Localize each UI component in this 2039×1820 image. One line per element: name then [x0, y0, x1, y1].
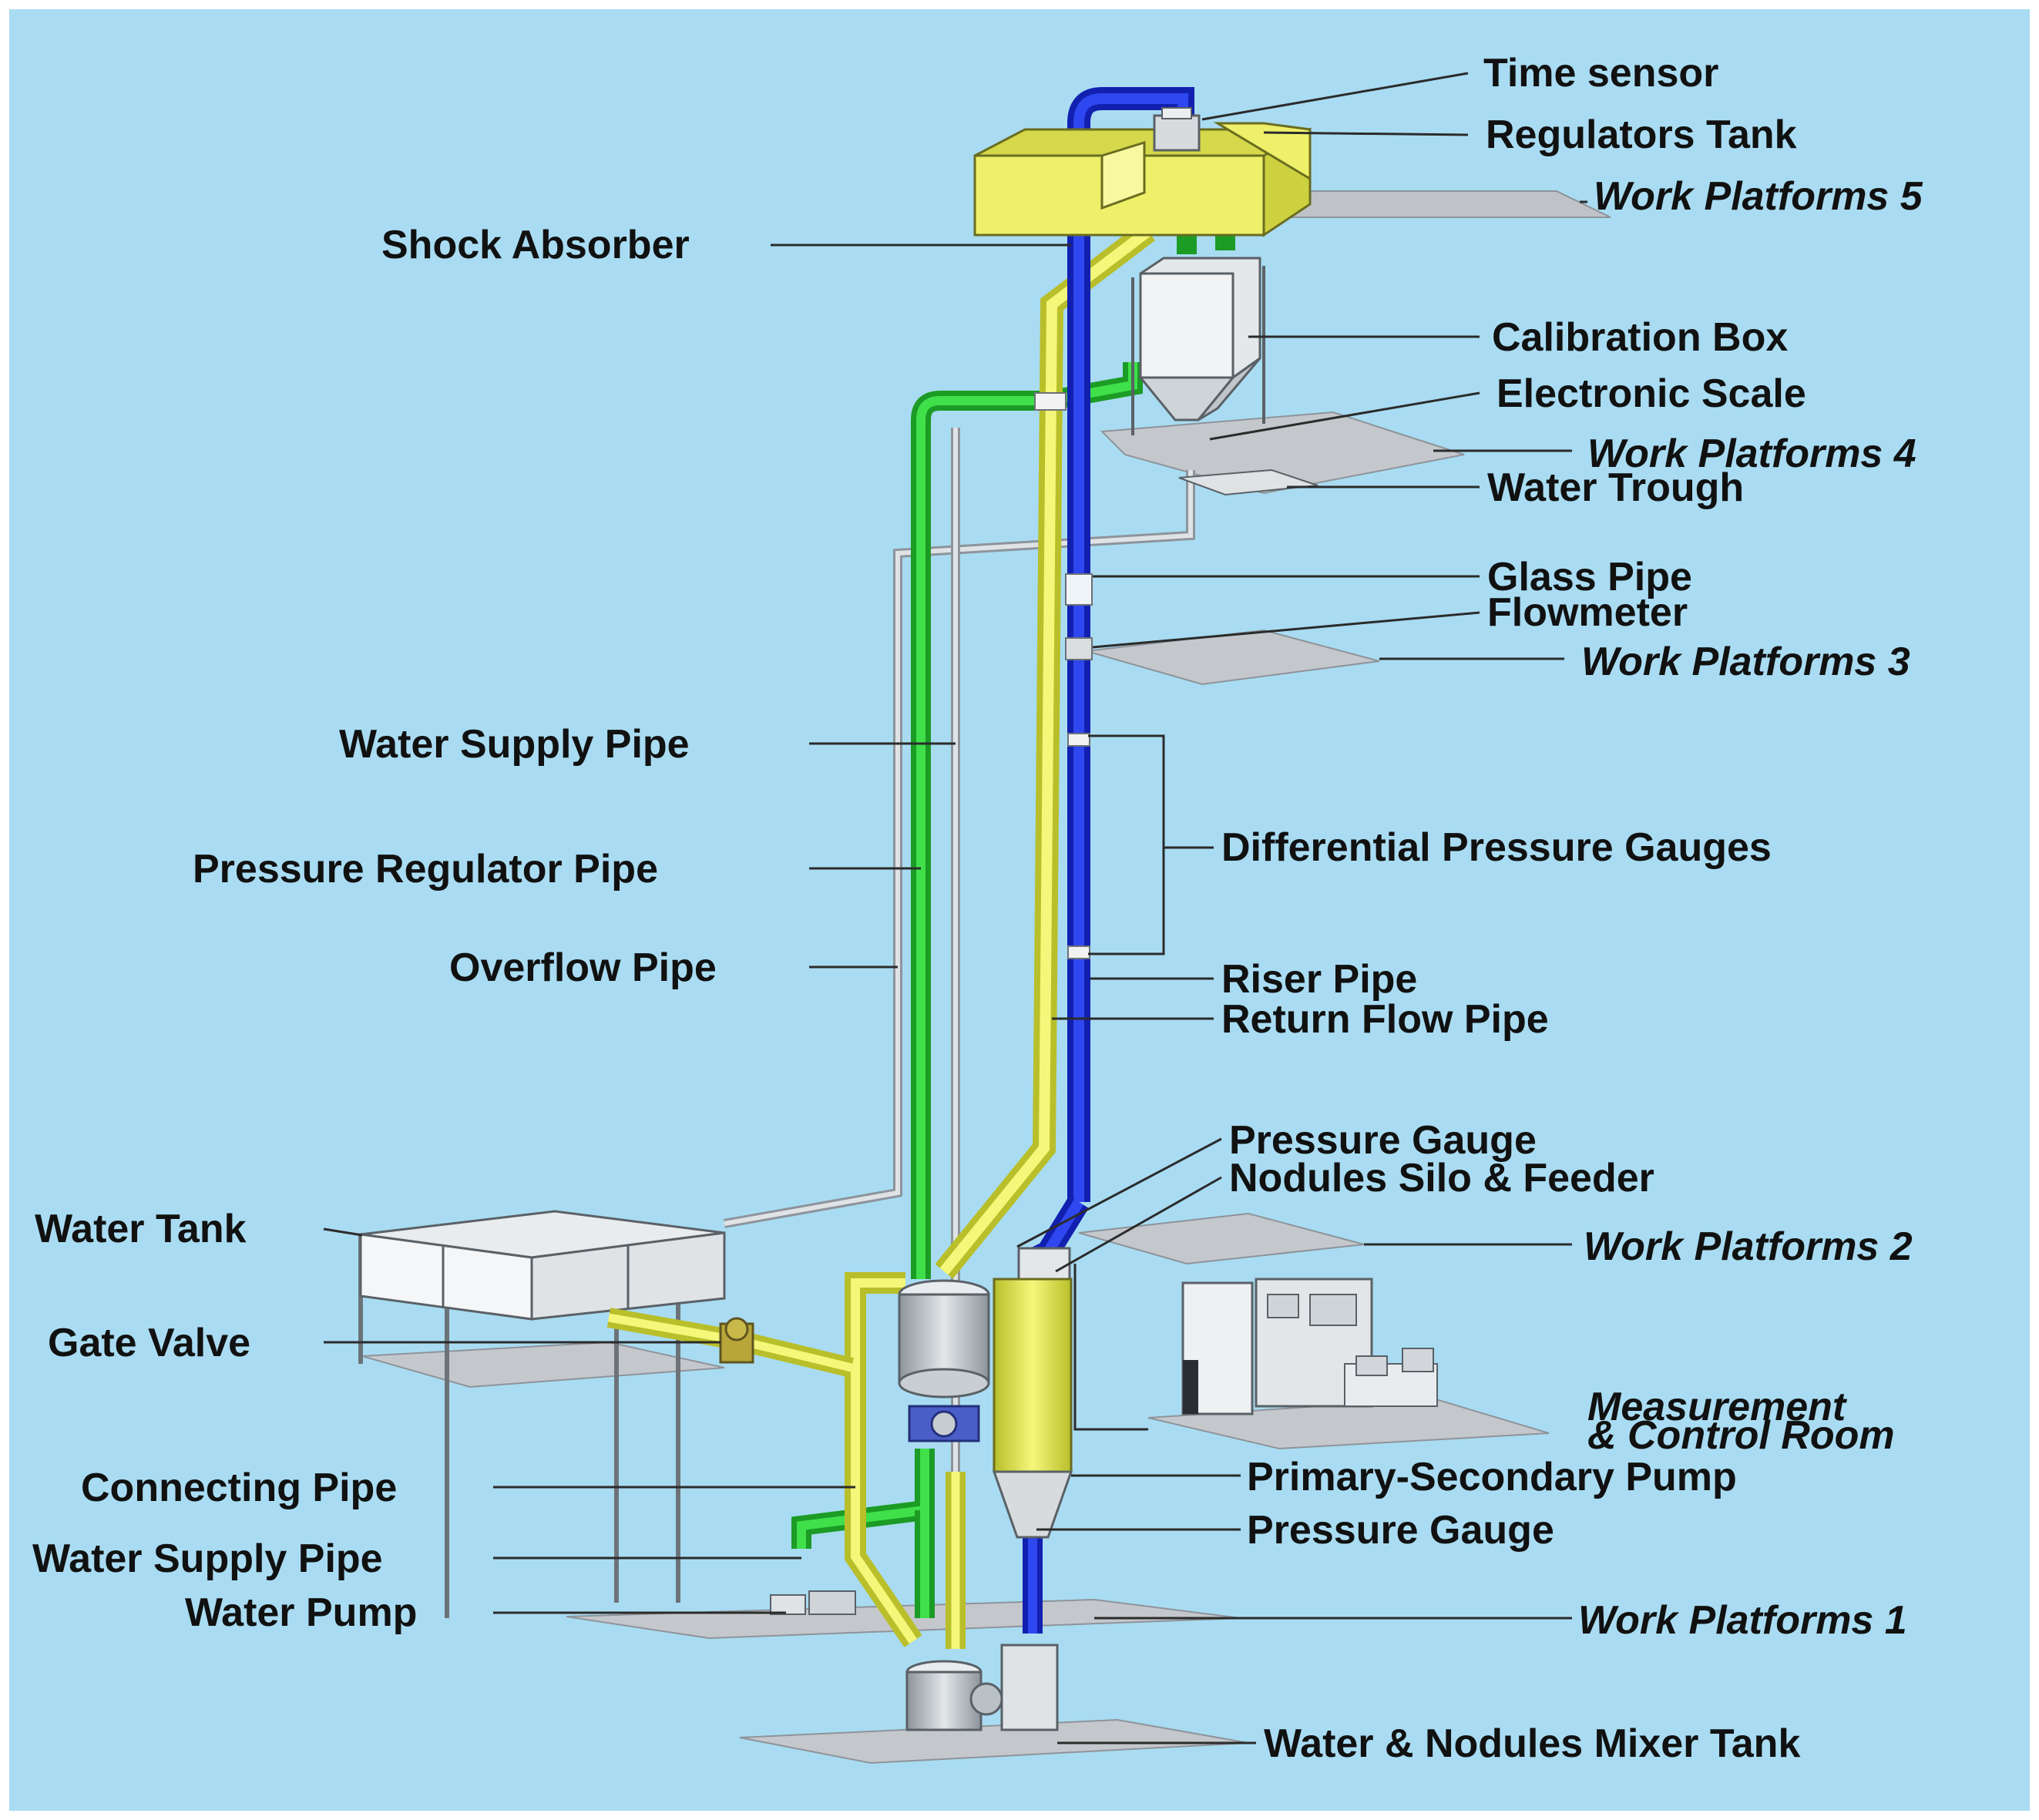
label-measurement-line2: & Control Room	[1587, 1413, 1895, 1458]
labels: Time sensor Regulators Tank Work Platfor…	[32, 51, 1923, 1766]
label-water-supply-pipe-upper: Water Supply Pipe	[339, 722, 690, 767]
return-flow-pipe	[935, 222, 1156, 1279]
label-gate-valve: Gate Valve	[48, 1321, 250, 1365]
label-calibration-box: Calibration Box	[1492, 315, 1788, 360]
water-nodules-mixer-tank	[905, 1644, 1059, 1731]
label-time-sensor: Time sensor	[1483, 51, 1718, 96]
water-pump	[770, 1590, 856, 1615]
calibration-box	[1131, 257, 1265, 435]
nodules-silo-feeder	[992, 1247, 1073, 1539]
label-primary-secondary-pump: Primary-Secondary Pump	[1247, 1455, 1737, 1499]
label-pressure-gauge-lower: Pressure Gauge	[1247, 1508, 1554, 1553]
flowmeter-body	[1065, 637, 1093, 660]
label-water-supply-pipe-lower: Water Supply Pipe	[32, 1536, 383, 1581]
label-electronic-scale: Electronic Scale	[1496, 371, 1806, 416]
leader-lines	[323, 72, 1587, 1744]
label-overflow-pipe: Overflow Pipe	[449, 945, 717, 990]
label-return-flow-pipe: Return Flow Pipe	[1221, 997, 1549, 1042]
label-measurement-line1: Measurement	[1587, 1385, 1848, 1429]
label-flowmeter: Flowmeter	[1487, 590, 1688, 635]
measurement-control-room	[1181, 1278, 1438, 1415]
label-pressure-regulator-pipe: Pressure Regulator Pipe	[193, 847, 658, 892]
riser-fittings	[1034, 392, 1093, 959]
dp-tap-lower	[1067, 945, 1090, 959]
label-work-platforms-3: Work Platforms 3	[1581, 640, 1910, 684]
label-water-pump: Water Pump	[185, 1590, 417, 1635]
label-riser-pipe: Riser Pipe	[1221, 957, 1417, 1002]
label-water-trough: Water Trough	[1487, 465, 1744, 510]
dp-tap-upper	[1067, 733, 1090, 747]
label-nodules-silo-feeder: Nodules Silo & Feeder	[1229, 1156, 1654, 1200]
label-connecting-pipe: Connecting Pipe	[81, 1466, 397, 1510]
label-shock-absorber: Shock Absorber	[381, 223, 690, 267]
label-regulators-tank: Regulators Tank	[1486, 112, 1797, 157]
label-water-nodules-mixer-tank: Water & Nodules Mixer Tank	[1264, 1721, 1800, 1766]
gate-valve	[719, 1317, 754, 1364]
label-work-platforms-5: Work Platforms 5	[1594, 174, 1923, 219]
label-pressure-gauge-upper: Pressure Gauge	[1229, 1118, 1537, 1163]
label-work-platforms-4: Work Platforms 4	[1587, 431, 1916, 476]
time-sensor	[1153, 107, 1201, 152]
glass-pipe-section	[1065, 573, 1093, 606]
pressure-regulator-pipe	[791, 227, 1235, 1618]
label-differential-pressure-gauges: Differential Pressure Gauges	[1221, 825, 1772, 870]
overflow-pipe	[723, 428, 1195, 1599]
label-work-platforms-1: Work Platforms 1	[1578, 1598, 1907, 1643]
water-tank-platform	[361, 1341, 725, 1389]
regulators-tank	[973, 122, 1312, 237]
label-work-platforms-2: Work Platforms 2	[1584, 1224, 1913, 1269]
water-trough	[1178, 468, 1318, 496]
primary-secondary-pump	[898, 1279, 990, 1442]
label-glass-pipe: Glass Pipe	[1487, 555, 1692, 599]
label-water-tank: Water Tank	[35, 1207, 247, 1251]
